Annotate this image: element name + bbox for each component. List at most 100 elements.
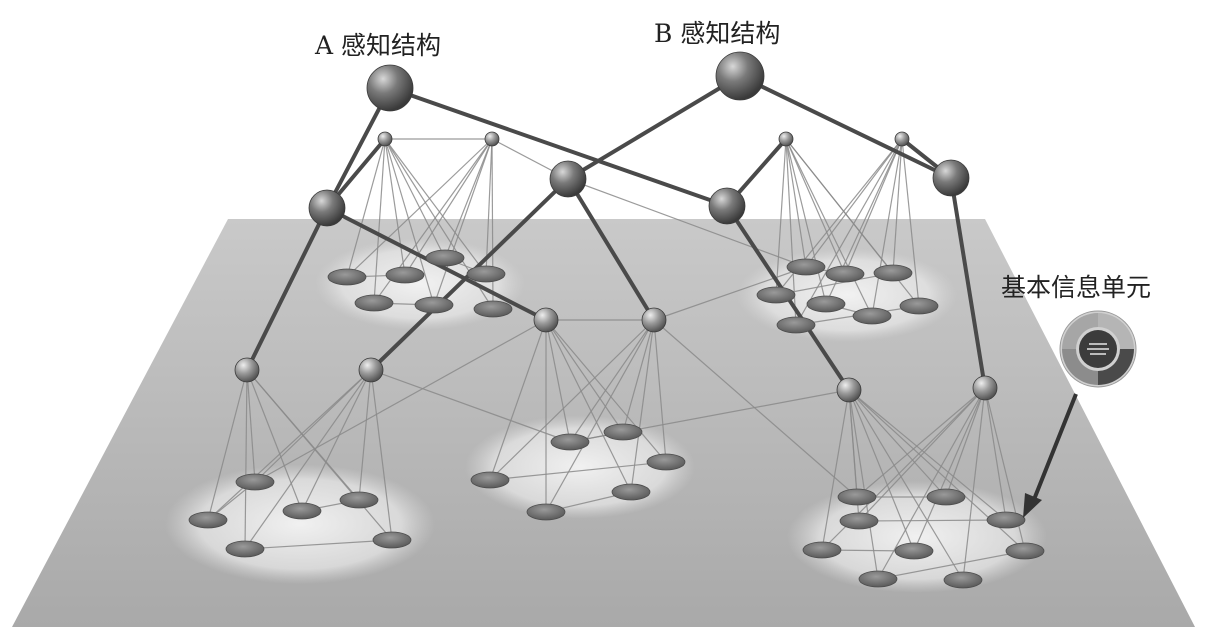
info-unit-disc bbox=[943, 571, 983, 589]
info-unit-disc bbox=[899, 297, 939, 315]
thick-edge bbox=[566, 177, 656, 322]
thin-edge bbox=[844, 138, 903, 275]
info-unit-disc bbox=[894, 542, 934, 560]
thin-edge bbox=[567, 178, 807, 268]
structure-node-a3 bbox=[708, 187, 746, 225]
thick-edge bbox=[949, 176, 987, 390]
thin-edge bbox=[433, 138, 493, 306]
thin-edge bbox=[370, 369, 393, 541]
structure-node-r2 bbox=[972, 375, 998, 401]
structure-node-t1 bbox=[377, 131, 393, 147]
thin-edge bbox=[622, 319, 655, 433]
thick-edge bbox=[566, 74, 742, 181]
structure-nodes bbox=[234, 51, 998, 403]
thin-edge bbox=[569, 319, 655, 443]
thin-edge bbox=[848, 389, 879, 580]
info-unit-disc bbox=[414, 296, 454, 314]
information-units bbox=[188, 249, 1045, 589]
thin-edge bbox=[384, 138, 435, 306]
info-unit-disc bbox=[852, 307, 892, 325]
thin-edge bbox=[653, 319, 667, 463]
info-unit-disc bbox=[986, 511, 1026, 529]
thick-edge bbox=[738, 74, 953, 180]
thin-edge bbox=[301, 369, 372, 512]
info-unit-disc bbox=[526, 503, 566, 521]
thin-edge bbox=[984, 387, 1007, 521]
thin-edge bbox=[545, 319, 571, 443]
info-unit-disc bbox=[839, 512, 879, 530]
thin-edge bbox=[244, 369, 248, 550]
thin-edge bbox=[775, 272, 894, 296]
info-unit-disc bbox=[235, 473, 275, 491]
info-unit-disc bbox=[603, 423, 643, 441]
thin-edge bbox=[962, 387, 986, 581]
structure-node-t4 bbox=[894, 131, 910, 147]
thin-edge bbox=[346, 138, 493, 278]
structure-node-t3 bbox=[778, 131, 794, 147]
structure-node-a2 bbox=[549, 160, 587, 198]
thin-edge bbox=[254, 369, 372, 483]
info-unit-disc bbox=[802, 541, 842, 559]
structure-node-l1 bbox=[234, 357, 260, 383]
thin-edge bbox=[358, 369, 372, 501]
thin-edge bbox=[545, 319, 667, 463]
info-unit-disc bbox=[550, 433, 590, 451]
info-unit-disc bbox=[372, 531, 412, 549]
thin-edge bbox=[901, 138, 920, 307]
info-unit-disc bbox=[225, 540, 265, 558]
info-unit-disc bbox=[873, 264, 913, 282]
thin-edge bbox=[246, 369, 393, 541]
thin-edge bbox=[404, 138, 493, 276]
thin-edge bbox=[858, 519, 1007, 522]
info-unit-disc bbox=[786, 258, 826, 276]
thin-edge bbox=[489, 319, 547, 481]
structure-node-l2 bbox=[358, 357, 384, 383]
thin-edge bbox=[244, 539, 393, 550]
thin-edge bbox=[848, 389, 1007, 521]
info-unit-disc bbox=[806, 295, 846, 313]
info-unit-disc bbox=[611, 483, 651, 501]
structure-node-m2 bbox=[641, 307, 667, 333]
thin-edge bbox=[653, 266, 807, 321]
structure-a-label: A 感知结构 bbox=[315, 31, 442, 60]
thin-edge bbox=[384, 138, 487, 275]
info-unit-disc bbox=[354, 294, 394, 312]
thin-edge bbox=[785, 138, 873, 317]
structure-node-r1 bbox=[836, 377, 862, 403]
thin-edge bbox=[877, 387, 986, 580]
info-unit-disc bbox=[188, 511, 228, 529]
thin-edge bbox=[630, 319, 655, 493]
structure-node-a4 bbox=[932, 159, 970, 197]
thin-edge bbox=[871, 138, 903, 317]
thin-edge bbox=[785, 138, 807, 268]
thick-edge bbox=[245, 206, 329, 372]
thin-edge bbox=[785, 138, 846, 275]
thin-edge bbox=[384, 138, 446, 259]
info-unit-disc bbox=[385, 266, 425, 284]
thin-edge bbox=[913, 387, 986, 552]
thin-edge bbox=[384, 138, 406, 276]
thin-edge bbox=[207, 369, 372, 521]
thin-edge bbox=[545, 319, 632, 493]
structure-node-A bbox=[366, 64, 414, 112]
thin-edge bbox=[207, 369, 248, 521]
thin-edge bbox=[346, 138, 386, 278]
info-unit-disc bbox=[837, 488, 877, 506]
thin-edge bbox=[545, 319, 624, 433]
thin-edge bbox=[785, 138, 827, 305]
structure-node-a1 bbox=[308, 189, 346, 227]
thin-edge bbox=[858, 387, 986, 522]
info-unit-disc bbox=[327, 268, 367, 286]
thin-edge bbox=[795, 138, 903, 326]
cluster-glow-c5 bbox=[787, 481, 1047, 593]
thin-edge bbox=[246, 369, 256, 483]
structure-node-t2 bbox=[484, 131, 500, 147]
info-unit-disc bbox=[473, 300, 513, 318]
thin-edge bbox=[848, 389, 947, 498]
info-unit-disc bbox=[858, 570, 898, 588]
thick-edge bbox=[388, 86, 729, 208]
thin-edge bbox=[653, 319, 858, 498]
thin-edge bbox=[892, 138, 903, 274]
thin-edge bbox=[485, 138, 493, 275]
